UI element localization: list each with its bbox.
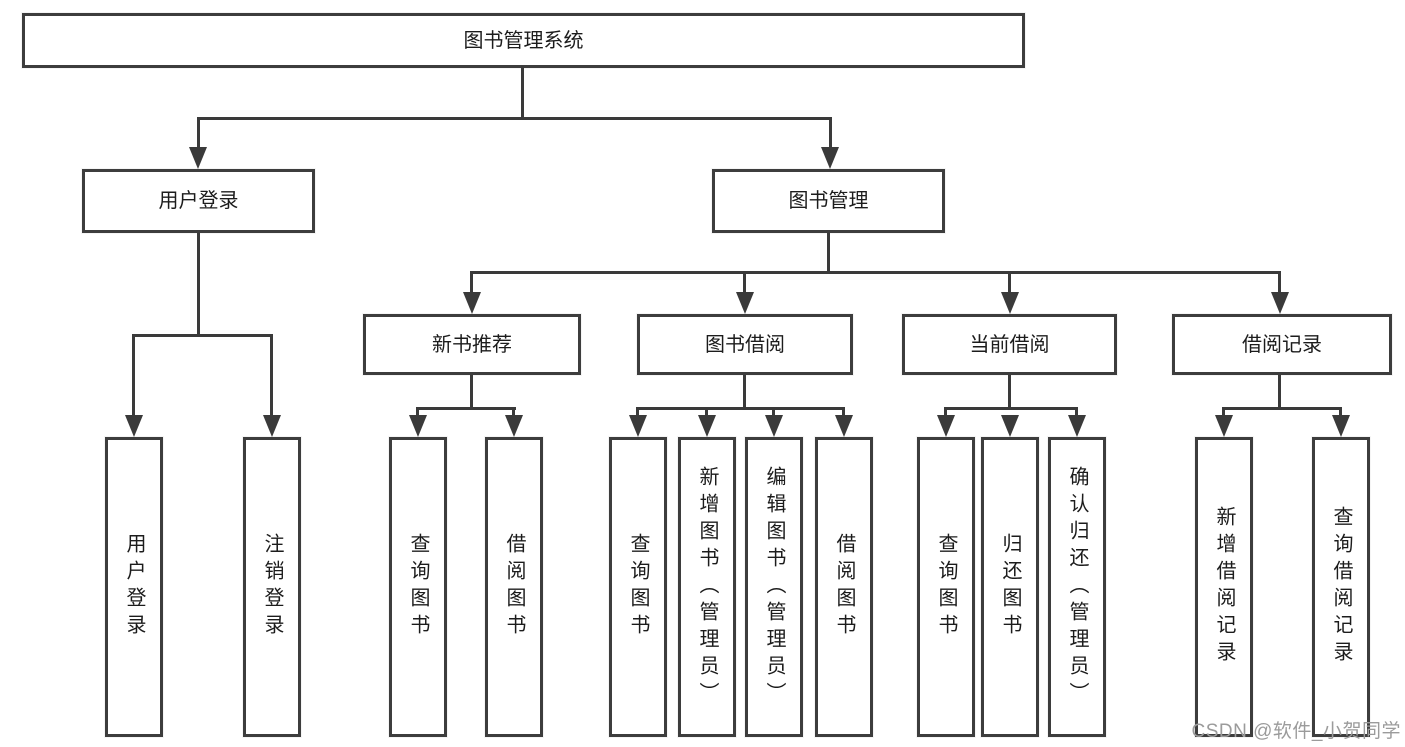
connector-line xyxy=(743,375,746,409)
arrow-down-icon xyxy=(1001,415,1019,437)
arrow-down-icon xyxy=(629,415,647,437)
connector-line xyxy=(636,407,639,419)
connector-line xyxy=(1222,407,1225,419)
leaf-query-books-current: 查询图书 xyxy=(917,437,975,737)
connector-line xyxy=(470,271,473,293)
connector-line xyxy=(829,117,832,149)
arrow-down-icon xyxy=(189,147,207,169)
node-book-borrowing: 图书借阅 xyxy=(637,314,853,375)
leaf-query-books-recommend: 查询图书 xyxy=(389,437,447,737)
arrow-down-icon xyxy=(835,415,853,437)
node-library-system: 图书管理系统 xyxy=(22,13,1025,68)
connector-line xyxy=(416,407,516,410)
connector-line xyxy=(1222,407,1342,410)
arrow-down-icon xyxy=(937,415,955,437)
leaf-confirm-return-admin: 确认归还（管理员） xyxy=(1048,437,1106,737)
connector-line xyxy=(197,117,831,120)
leaf-query-borrow-record: 查询借阅记录 xyxy=(1312,437,1370,737)
arrow-down-icon xyxy=(1271,292,1289,314)
leaf-return-books: 归还图书 xyxy=(981,437,1039,737)
arrow-down-icon xyxy=(1215,415,1233,437)
leaf-add-books-admin: 新增图书（管理员） xyxy=(678,437,736,737)
node-current-borrowing: 当前借阅 xyxy=(902,314,1117,375)
connector-line xyxy=(197,233,200,336)
arrow-down-icon xyxy=(409,415,427,437)
arrow-down-icon xyxy=(736,292,754,314)
leaf-borrow-books-borrowing: 借阅图书 xyxy=(815,437,873,737)
arrow-down-icon xyxy=(1332,415,1350,437)
connector-line xyxy=(270,334,273,416)
node-borrow-records: 借阅记录 xyxy=(1172,314,1392,375)
connector-line xyxy=(521,66,524,119)
leaf-logout-login: 注销登录 xyxy=(243,437,301,737)
connector-line xyxy=(512,407,515,419)
connector-line xyxy=(772,407,775,419)
leaf-user-login: 用户登录 xyxy=(105,437,163,737)
arrow-down-icon xyxy=(821,147,839,169)
arrow-down-icon xyxy=(1001,292,1019,314)
connector-line xyxy=(1278,271,1281,293)
leaf-borrow-books-recommend: 借阅图书 xyxy=(485,437,543,737)
connector-line xyxy=(842,407,845,419)
connector-line xyxy=(197,117,200,149)
connector-line xyxy=(470,375,473,409)
watermark: CSDN @软件_小贺同学 xyxy=(1191,721,1401,742)
connector-line xyxy=(827,233,830,274)
node-new-book-recommend: 新书推荐 xyxy=(363,314,581,375)
connector-line xyxy=(944,407,947,419)
node-book-management: 图书管理 xyxy=(712,169,945,233)
leaf-edit-books-admin: 编辑图书（管理员） xyxy=(745,437,803,737)
leaf-query-books-borrowing: 查询图书 xyxy=(609,437,667,737)
arrow-down-icon xyxy=(125,415,143,437)
connector-line xyxy=(1008,375,1011,409)
connector-line xyxy=(1008,271,1011,293)
connector-line xyxy=(1278,375,1281,409)
connector-line xyxy=(944,407,1078,410)
connector-line xyxy=(743,271,746,293)
arrow-down-icon xyxy=(765,415,783,437)
node-user-login: 用户登录 xyxy=(82,169,315,233)
connector-line xyxy=(1075,407,1078,419)
connector-line xyxy=(132,334,135,416)
arrow-down-icon xyxy=(263,415,281,437)
connector-line xyxy=(470,271,1281,274)
leaf-add-borrow-record: 新增借阅记录 xyxy=(1195,437,1253,737)
arrow-down-icon xyxy=(505,415,523,437)
connector-line xyxy=(636,407,845,410)
arrow-down-icon xyxy=(1068,415,1086,437)
connector-line xyxy=(705,407,708,419)
arrow-down-icon xyxy=(463,292,481,314)
connector-line xyxy=(132,334,273,337)
connector-line xyxy=(416,407,419,419)
arrow-down-icon xyxy=(698,415,716,437)
connector-line xyxy=(1339,407,1342,419)
